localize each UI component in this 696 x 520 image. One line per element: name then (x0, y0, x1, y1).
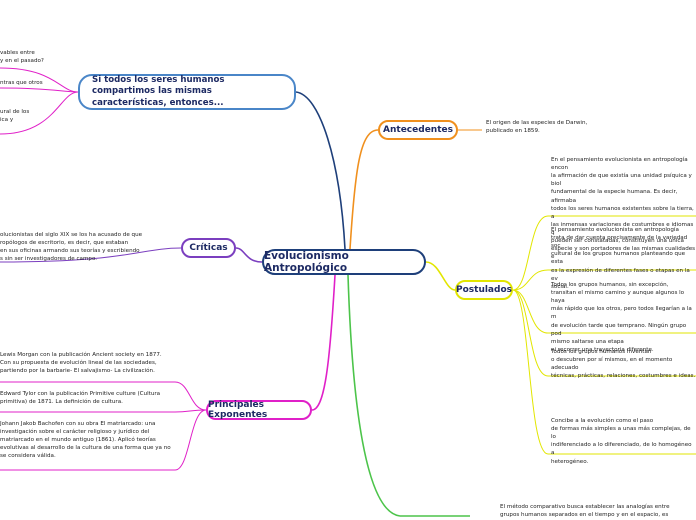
metodo-text: El método comparativo busca establecer l… (500, 504, 670, 519)
connector-criticas-text (0, 247, 182, 263)
connector-question-frag3 (0, 91, 79, 135)
connector-root-antecedentes (349, 129, 379, 250)
fragment-text-3: ural de los ica y (0, 109, 30, 124)
postulado-text-5: Concibe a la evolución como el paso de f… (551, 418, 692, 465)
antecedentes-node[interactable]: Antecedentes (378, 120, 458, 140)
question-node-label: Si todos los seres humanos compartimos l… (92, 75, 225, 108)
connector-root-exponentes (311, 274, 336, 411)
fragment-text-1: vables entre y en el pasado? (0, 50, 44, 65)
criticas-label: Críticas (189, 243, 228, 253)
exponente-text-1: Lewis Morgan con la publicación Ancient … (0, 352, 162, 375)
postulado-text-3: Todos los grupos humanos, sin excepción,… (551, 282, 692, 353)
connector-postulados-3 (512, 289, 696, 334)
postulados-node[interactable]: Postulados (455, 280, 513, 300)
connector-question-frag2 (0, 87, 79, 93)
connector-root-criticas (235, 247, 263, 263)
connector-root-postulados (425, 261, 456, 291)
connector-exponentes-2 (0, 409, 207, 413)
exponente-text-2: Edward Tylor con la publicación Primitiv… (0, 391, 161, 406)
antecedentes-label: Antecedentes (383, 125, 453, 135)
antecedentes-text: El origen de las especies de Darwin, pub… (486, 120, 588, 135)
connector-postulados-2 (512, 269, 696, 291)
exponentes-node[interactable]: Principales Exponentes (206, 400, 312, 420)
connector-postulados-1 (512, 215, 696, 291)
question-node[interactable]: Si todos los seres humanos compartimos l… (78, 74, 296, 110)
postulado-text-4: Todos los grupos humanos inventan o desc… (551, 349, 696, 380)
connector-exponentes-3 (0, 409, 207, 471)
root-node[interactable]: Evolucionismo Antropológico (262, 249, 426, 275)
fragment-text-2: ntras que otros (0, 80, 43, 86)
connector-root-metodo (347, 274, 401, 517)
postulados-label: Postulados (456, 285, 512, 295)
criticas-text: olucionistas del siglo XIX se los ha acu… (0, 232, 143, 263)
connector-question-frag1 (0, 67, 79, 93)
exponente-text-3: Johann Jakob Bachofen con su obra El mat… (0, 421, 171, 460)
root-node-label: Evolucionismo Antropológico (264, 250, 349, 274)
postulado-text-2: El pensamiento evolucionista en antropol… (551, 227, 690, 290)
exponentes-label: Principales Exponentes (208, 400, 268, 420)
connector-postulados-4 (512, 289, 696, 377)
connector-postulados-5 (512, 289, 696, 455)
connector-exponentes-1 (0, 381, 207, 411)
criticas-node[interactable]: Críticas (181, 238, 236, 258)
postulado-text-1: En el pensamiento evolucionista en antro… (551, 157, 696, 261)
connector-root-question (295, 91, 346, 250)
